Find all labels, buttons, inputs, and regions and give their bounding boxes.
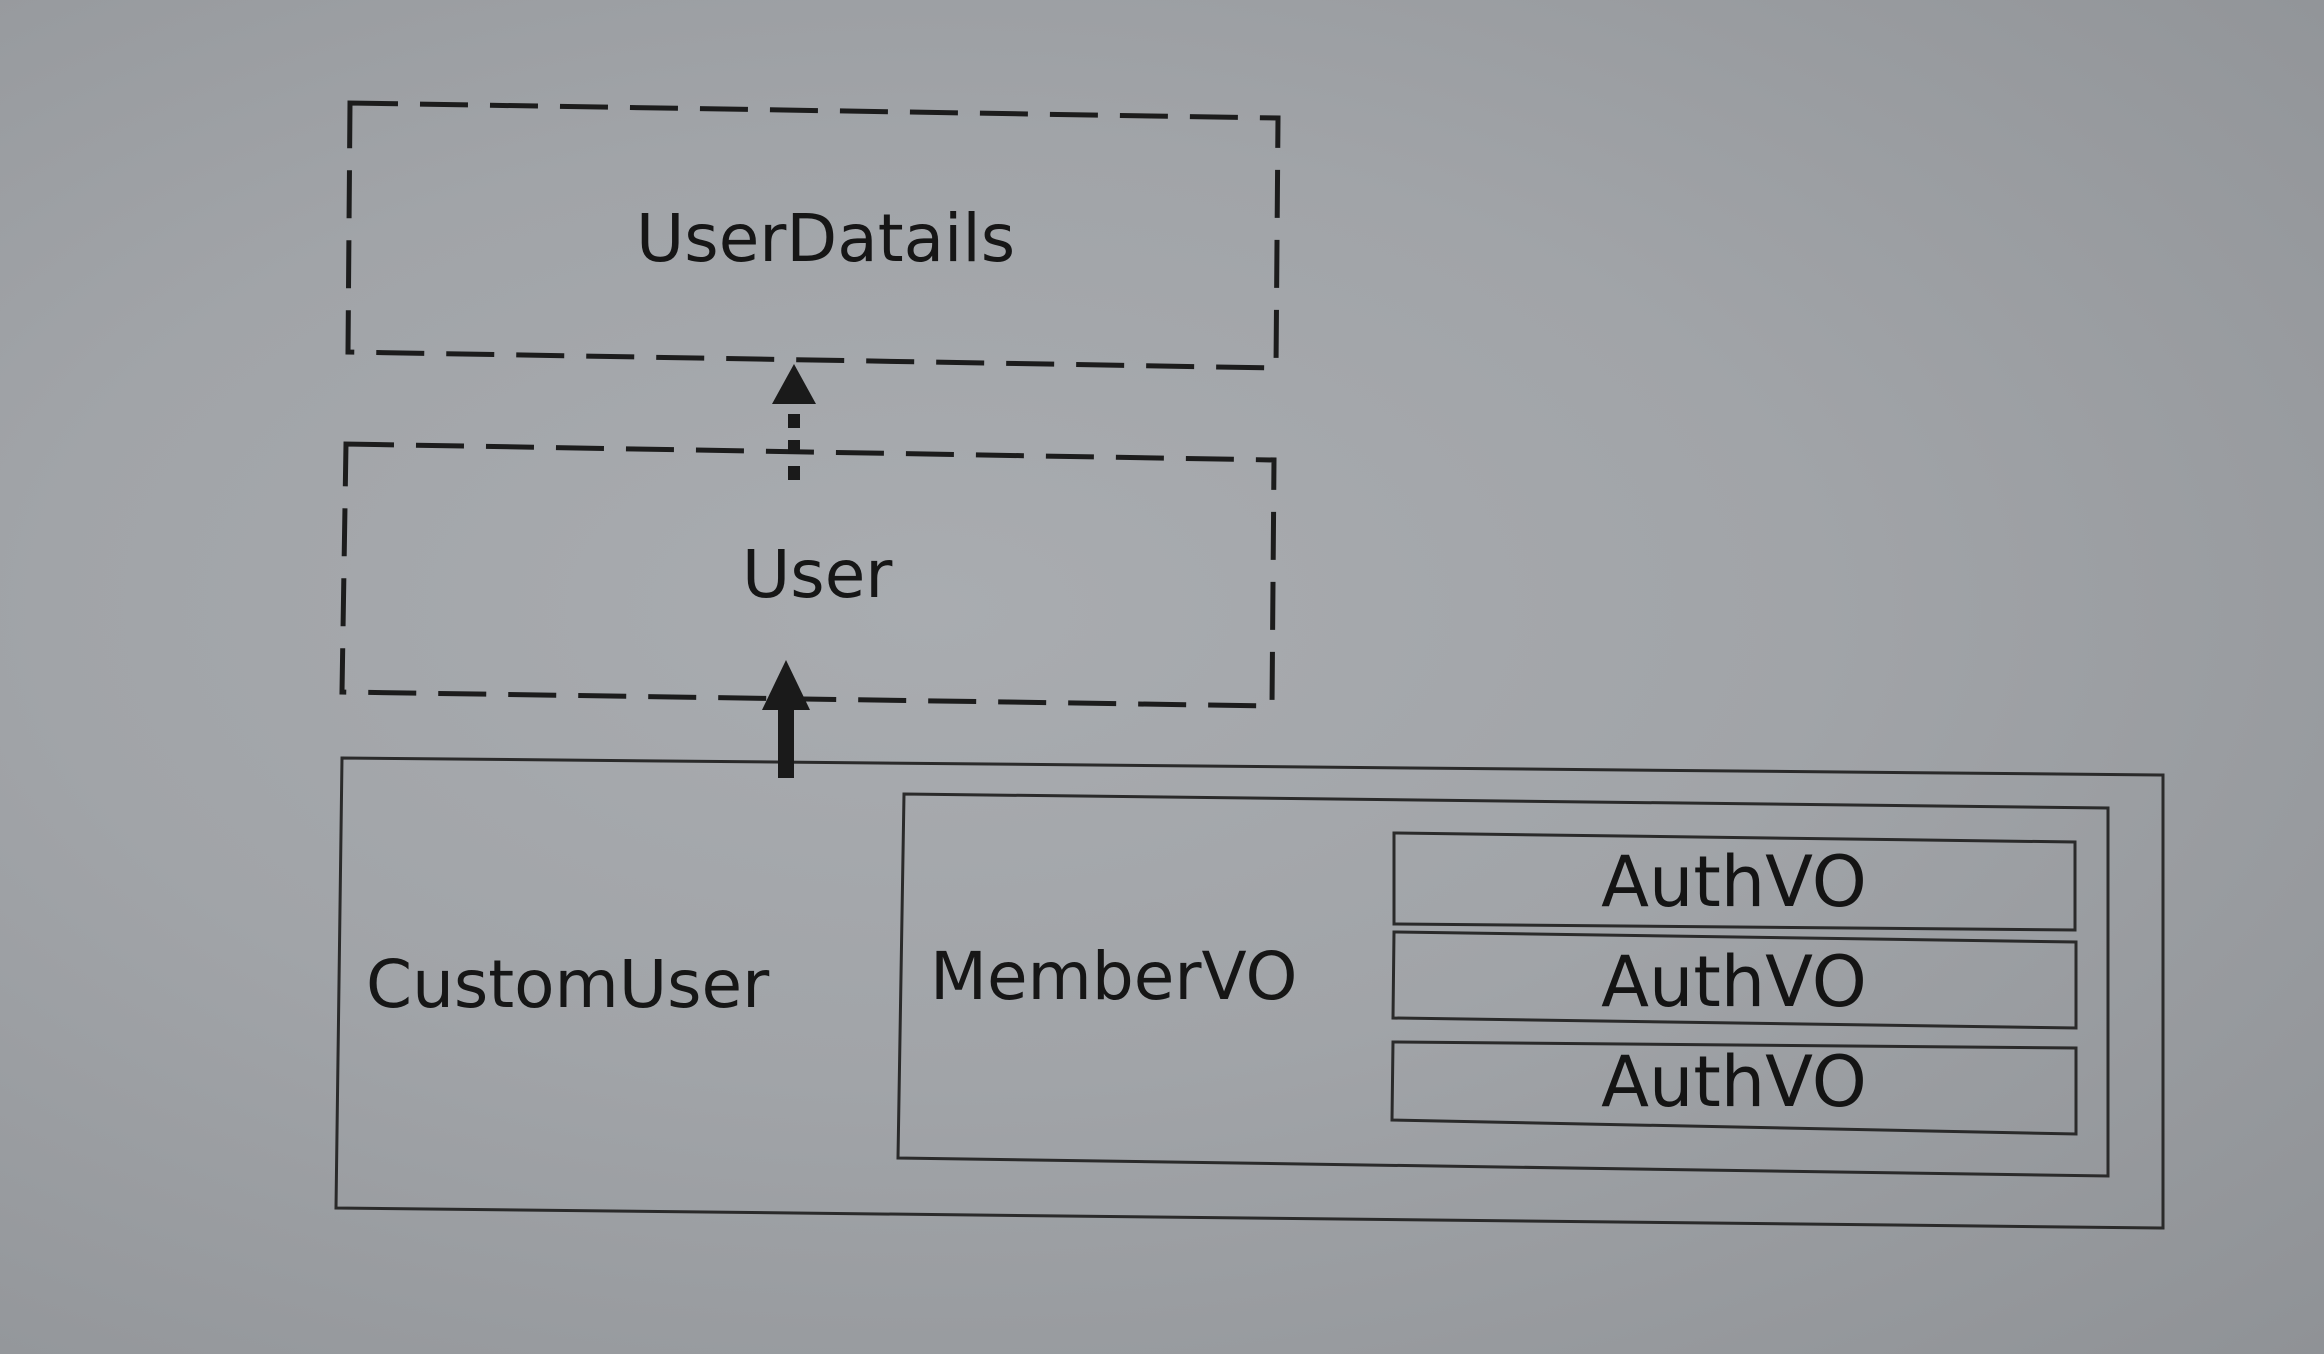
authvo-box-2 [1391,930,2078,1030]
authvo-stack [1390,831,2078,1136]
authvo-label: AuthVO [1601,1041,1867,1123]
class-box-membervo [896,792,2110,1178]
user-label: User [742,536,893,613]
interface-box-userdetails [345,100,1281,371]
authvo-label: AuthVO [1601,941,1867,1023]
inheritance-arrow [762,660,810,778]
userdetails-label: UserDatails [636,200,1016,277]
authvo-box-3 [1390,1040,2078,1136]
customuser-label: CustomUser [366,946,770,1023]
authvo-label: AuthVO [1601,841,1867,923]
membervo-label: MemberVO [930,938,1298,1015]
authvo-box-1 [1392,831,2077,932]
realization-arrow [772,364,816,480]
class-box-customuser [334,756,2165,1230]
interface-box-user [339,441,1277,709]
